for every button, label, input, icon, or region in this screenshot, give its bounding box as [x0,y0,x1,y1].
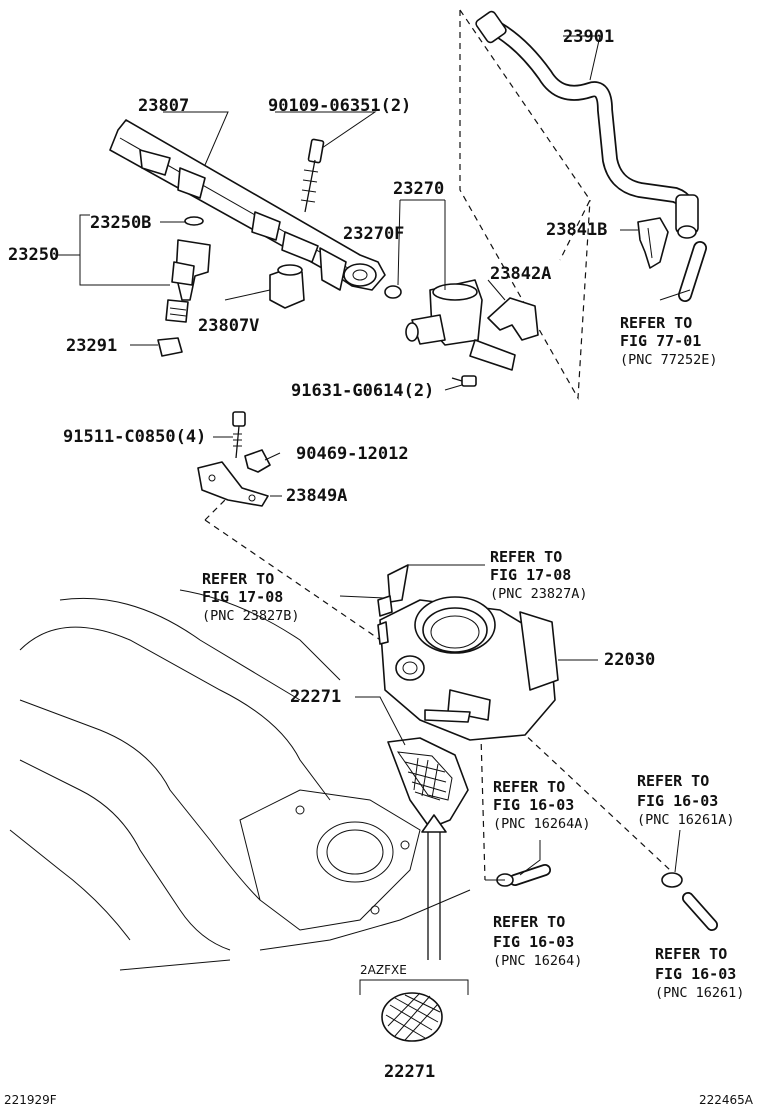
ref17a-line1: REFER TO [490,548,563,566]
ref16d-line2: FIG 16-03 [655,965,737,983]
label-23841B: 23841B [546,220,608,240]
label-91631: 91631-G0614(2) [291,381,435,401]
ref17b-line2: FIG 17-08 [202,588,284,606]
fuel-hose-23901 [475,10,699,239]
seal-23291 [157,337,183,357]
ref17b-line3: (PNC 23827B) [202,608,300,624]
intake-manifold [9,589,471,971]
ref77-line3: (PNC 77252E) [620,352,718,368]
engine-code-label: 2AZFXE [360,963,407,977]
ref16c-line3: (PNC 16264) [493,953,583,969]
label-22271-bottom: 22271 [384,1062,436,1082]
label-23901: 23901 [563,27,615,47]
label-23842A: 23842A [490,264,552,284]
bolt-91511 [232,411,246,459]
throttle-body-22030 [377,564,559,741]
label-23807: 23807 [138,96,190,116]
hose-leaders [479,699,671,881]
ref16d-line3: (PNC 16261) [655,985,745,1001]
hose-16261 [661,872,718,931]
bracket-leader [204,499,396,651]
label-23807V: 23807V [198,316,260,336]
injector-23250 [165,216,211,323]
label-90109: 90109-06351(2) [268,96,412,116]
label-23270F: 23270F [343,224,405,244]
hose-16264 [496,864,551,887]
damper-23270 [405,279,516,371]
gasket-22271 [387,737,469,829]
bracket-23849A [197,461,269,507]
oring-23270F [384,285,402,299]
bolt-90109 [300,138,325,213]
label-22271-top: 22271 [290,687,342,707]
screen-gasket-22271 [381,992,443,1042]
label-22030: 22030 [604,650,656,670]
hose-group-box [459,9,591,401]
ref16a-line2: FIG 16-03 [493,796,575,814]
ref17b-line1: REFER TO [202,570,275,588]
ref77-line1: REFER TO [620,314,693,332]
label-91511: 91511-C0850(4) [63,427,207,447]
label-23849A: 23849A [286,486,348,506]
bolt-91631 [451,375,477,387]
ref16d-line1: REFER TO [655,945,728,963]
cover-23842A [487,297,539,341]
assembly-arrow [421,814,447,960]
ref16c-line2: FIG 16-03 [493,933,575,951]
label-23270: 23270 [393,179,445,199]
ref16b-line2: FIG 16-03 [637,792,719,810]
footer-left-code: 221929F [4,1093,57,1107]
engine-bracket [359,979,469,995]
label-23250: 23250 [8,245,60,265]
ref16b-line3: (PNC 16261A) [637,812,735,828]
label-23250B: 23250B [90,213,152,233]
ref17a-line2: FIG 17-08 [490,566,572,584]
insulator-23807V [269,264,305,309]
fuel-rail-23807 [109,119,386,291]
label-90469: 90469-12012 [296,444,409,464]
ref16b-line1: REFER TO [637,772,710,790]
ref77-line2: FIG 77-01 [620,332,702,350]
footer-right-code: 222465A [699,1093,754,1107]
ref17a-line3: (PNC 23827A) [490,586,588,602]
ref16a-line1: REFER TO [493,778,566,796]
ref16c-line1: REFER TO [493,913,566,931]
clamp-90469 [244,449,271,473]
clip-23841B [637,217,669,269]
label-23291: 23291 [66,336,118,356]
leader-lines [55,35,691,881]
ref16a-line3: (PNC 16264A) [493,816,591,832]
